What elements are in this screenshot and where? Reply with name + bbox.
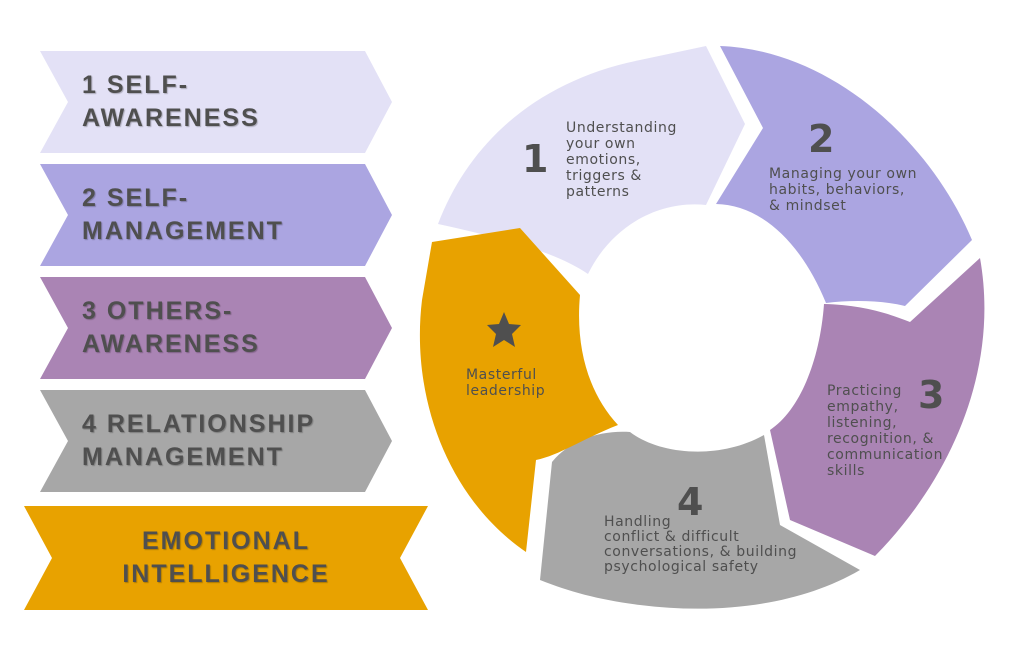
segment-relationship-management: [540, 431, 860, 609]
banner-others-awareness: 3 OTHERS-AWARENESS: [40, 277, 392, 379]
segment-2-number: 2: [808, 117, 834, 161]
banner-self-management-label: 2 SELF-MANAGEMENT: [82, 184, 284, 245]
segment-masterful-leadership: [419, 228, 618, 552]
banner-self-awareness-label: 1 SELF-AWARENESS: [82, 71, 260, 132]
banner-others-awareness-shape: [40, 277, 392, 379]
segment-4-description: Handling conflict & difficult conversati…: [604, 514, 802, 575]
banner-self-awareness: 1 SELF-AWARENESS: [40, 51, 392, 153]
segment-self-management: [716, 46, 972, 306]
banner-self-awareness-shape: [40, 51, 392, 153]
segment-3-description: Practicing empathy, listening, recogniti…: [827, 383, 948, 479]
segment-self-awareness: [438, 46, 745, 274]
segment-others-awareness: [770, 258, 985, 556]
banner-others-awareness-label: 3 OTHERS-AWARENESS: [82, 297, 260, 358]
star-icon: [487, 312, 521, 347]
banner-self-management: 2 SELF-MANAGEMENT: [40, 164, 392, 266]
segment-1-description: Understanding your own emotions, trigger…: [566, 120, 682, 200]
banner-emotional-intelligence-shape: [24, 506, 428, 610]
segment-1-number: 1: [522, 137, 548, 181]
banner-self-management-shape: [40, 164, 392, 266]
segment-3-number: 3: [918, 373, 944, 417]
segment-2-description: Managing your own habits, behaviors, & m…: [769, 166, 922, 214]
banner-relationship-management-shape: [40, 390, 392, 492]
center-description: Masterful leadership: [466, 367, 545, 399]
segment-4-number: 4: [677, 480, 703, 524]
